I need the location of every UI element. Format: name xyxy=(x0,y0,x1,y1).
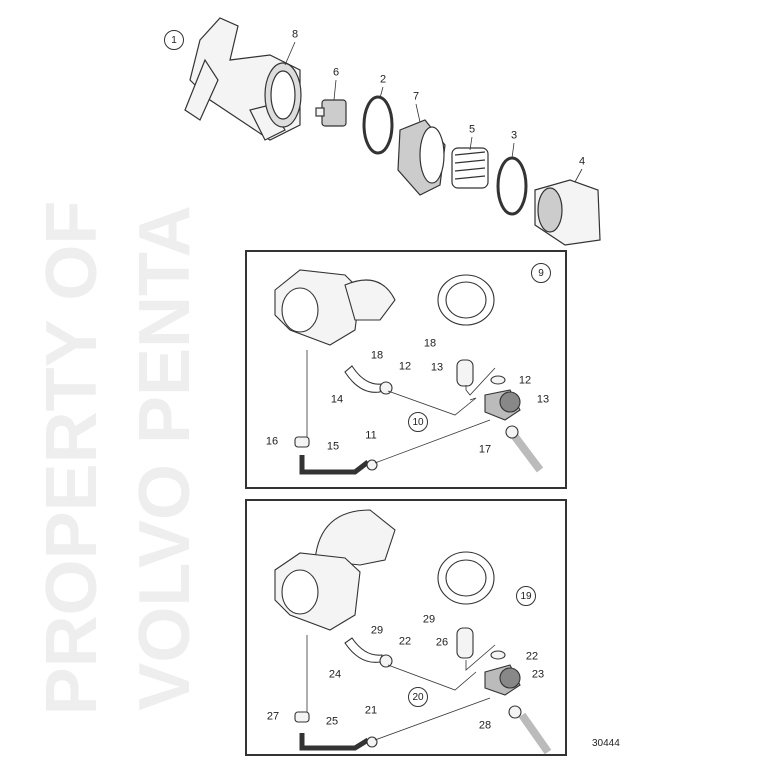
drawing-number: 30444 xyxy=(592,738,620,749)
callout-7: 7 xyxy=(412,90,420,103)
callout-22: 22 xyxy=(398,635,412,648)
o-ring-part-3 xyxy=(496,156,528,216)
spring-part-5 xyxy=(451,147,489,189)
callout-18: 18 xyxy=(423,337,437,350)
callout-26: 26 xyxy=(435,636,449,649)
cover-part-7 xyxy=(397,119,446,196)
callout-16: 16 xyxy=(265,435,279,448)
watermark-line-2: VOLVO PENTA xyxy=(125,205,205,711)
callout-14: 14 xyxy=(330,393,344,406)
callout-6: 6 xyxy=(332,66,340,79)
callout-17: 17 xyxy=(478,443,492,456)
callout-18: 18 xyxy=(370,349,384,362)
callout-28: 28 xyxy=(478,719,492,732)
pump-housing-part-8 xyxy=(184,17,302,141)
group-ref-19: 19 xyxy=(516,586,536,606)
callout-11: 11 xyxy=(365,429,377,442)
group-ref-1: 1 xyxy=(164,30,184,50)
callout-29: 29 xyxy=(370,624,384,637)
panel-b-frame xyxy=(245,499,567,756)
o-ring-part-2 xyxy=(362,95,394,155)
callout-12: 12 xyxy=(398,360,412,373)
group-ref-9: 9 xyxy=(531,263,551,283)
group-ref-10: 10 xyxy=(408,412,428,432)
callout-24: 24 xyxy=(328,668,342,681)
callout-3: 3 xyxy=(510,129,518,142)
impeller-part-6 xyxy=(315,99,347,127)
callout-27: 27 xyxy=(266,710,280,723)
callout-13: 13 xyxy=(536,393,550,406)
panel-a-frame xyxy=(245,250,567,489)
callout-12: 12 xyxy=(518,374,532,387)
group-ref-20: 20 xyxy=(408,687,428,707)
callout-23: 23 xyxy=(531,668,545,681)
callout-2: 2 xyxy=(379,73,387,86)
callout-13: 13 xyxy=(430,361,444,374)
callout-21: 21 xyxy=(364,704,378,717)
callout-15: 15 xyxy=(326,440,340,453)
callout-22: 22 xyxy=(525,650,539,663)
callout-25: 25 xyxy=(325,715,339,728)
callout-4: 4 xyxy=(578,155,586,168)
end-cap-part-4 xyxy=(534,179,601,246)
callout-8: 8 xyxy=(291,28,299,41)
callout-5: 5 xyxy=(468,123,476,136)
callout-29: 29 xyxy=(422,613,436,626)
watermark-line-1: PROPERTY OF xyxy=(32,200,112,716)
